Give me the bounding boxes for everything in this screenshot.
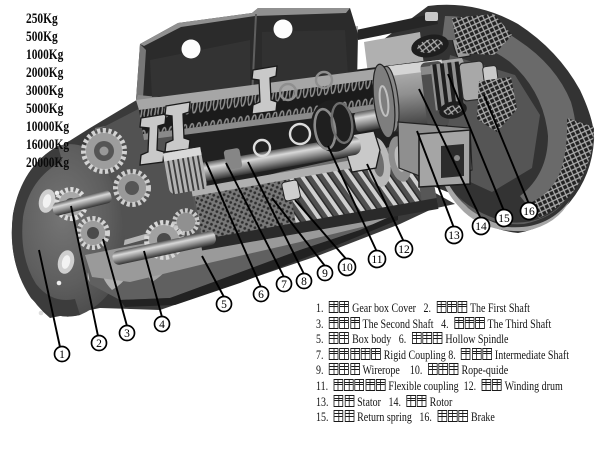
- svg-text:11: 11: [371, 254, 382, 266]
- svg-text:5: 5: [221, 299, 227, 311]
- svg-text:6: 6: [258, 289, 264, 301]
- svg-text:2: 2: [96, 338, 102, 350]
- svg-text:12: 12: [398, 244, 410, 256]
- svg-text:8: 8: [301, 276, 307, 288]
- svg-text:16: 16: [523, 206, 535, 218]
- svg-text:13: 13: [448, 230, 460, 242]
- svg-text:14: 14: [475, 221, 487, 233]
- svg-text:3: 3: [124, 328, 130, 340]
- svg-text:10: 10: [341, 262, 353, 274]
- svg-text:9: 9: [322, 268, 328, 280]
- svg-text:4: 4: [159, 319, 165, 331]
- svg-text:7: 7: [281, 279, 287, 291]
- svg-text:1: 1: [59, 349, 65, 361]
- svg-text:15: 15: [498, 213, 510, 225]
